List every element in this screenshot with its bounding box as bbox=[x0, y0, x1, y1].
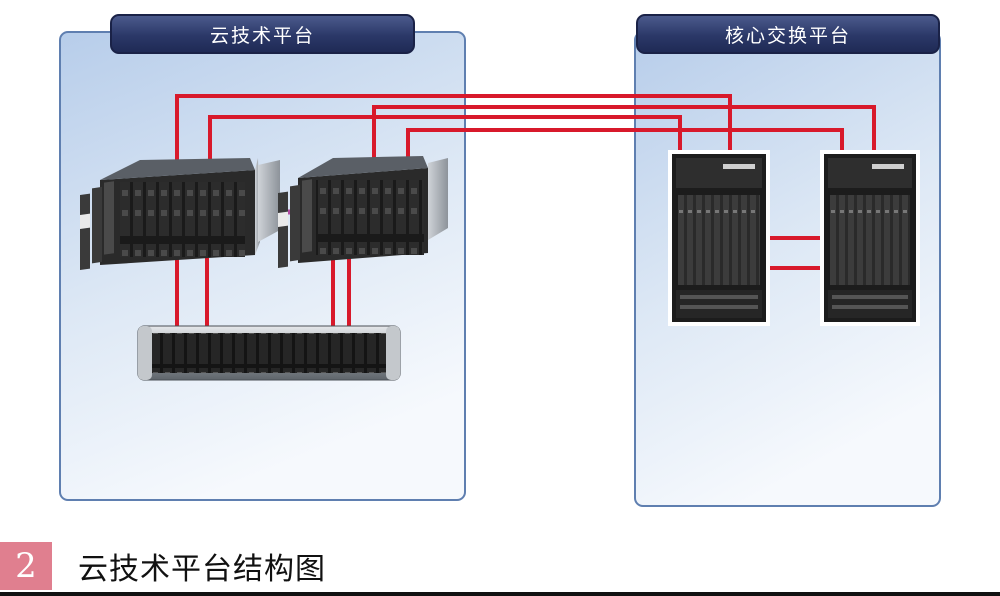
figure-number: 2 bbox=[0, 542, 52, 590]
figure-caption-text: 云技术平台结构图 bbox=[78, 552, 326, 587]
uplink-cables bbox=[175, 94, 876, 328]
core-switch-icon bbox=[668, 150, 770, 326]
blade-server-icon bbox=[80, 158, 280, 270]
diagram-canvas bbox=[59, 31, 941, 507]
core-switch-icon bbox=[820, 150, 920, 326]
storage-array-icon bbox=[137, 325, 401, 381]
cloud-platform-title: 云技术平台 bbox=[110, 14, 415, 54]
architecture-diagram: 云技术平台 核心交换平台 bbox=[59, 14, 941, 507]
core-switch-platform-title: 核心交换平台 bbox=[636, 14, 940, 54]
cloud-platform-panel bbox=[59, 31, 466, 501]
figure-caption: 2 云技术平台结构图 bbox=[0, 538, 1000, 596]
blade-server-icon bbox=[278, 156, 448, 268]
caption-divider bbox=[0, 592, 1000, 596]
